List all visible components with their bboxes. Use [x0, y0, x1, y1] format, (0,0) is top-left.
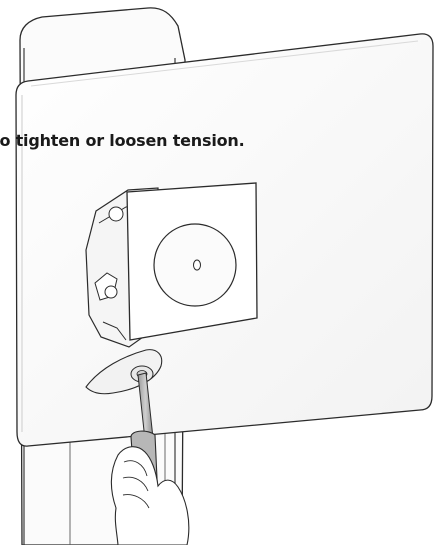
instruction-caption: to tighten or loosen tension.: [0, 131, 252, 151]
mount-hinge-icon: [86, 183, 257, 347]
